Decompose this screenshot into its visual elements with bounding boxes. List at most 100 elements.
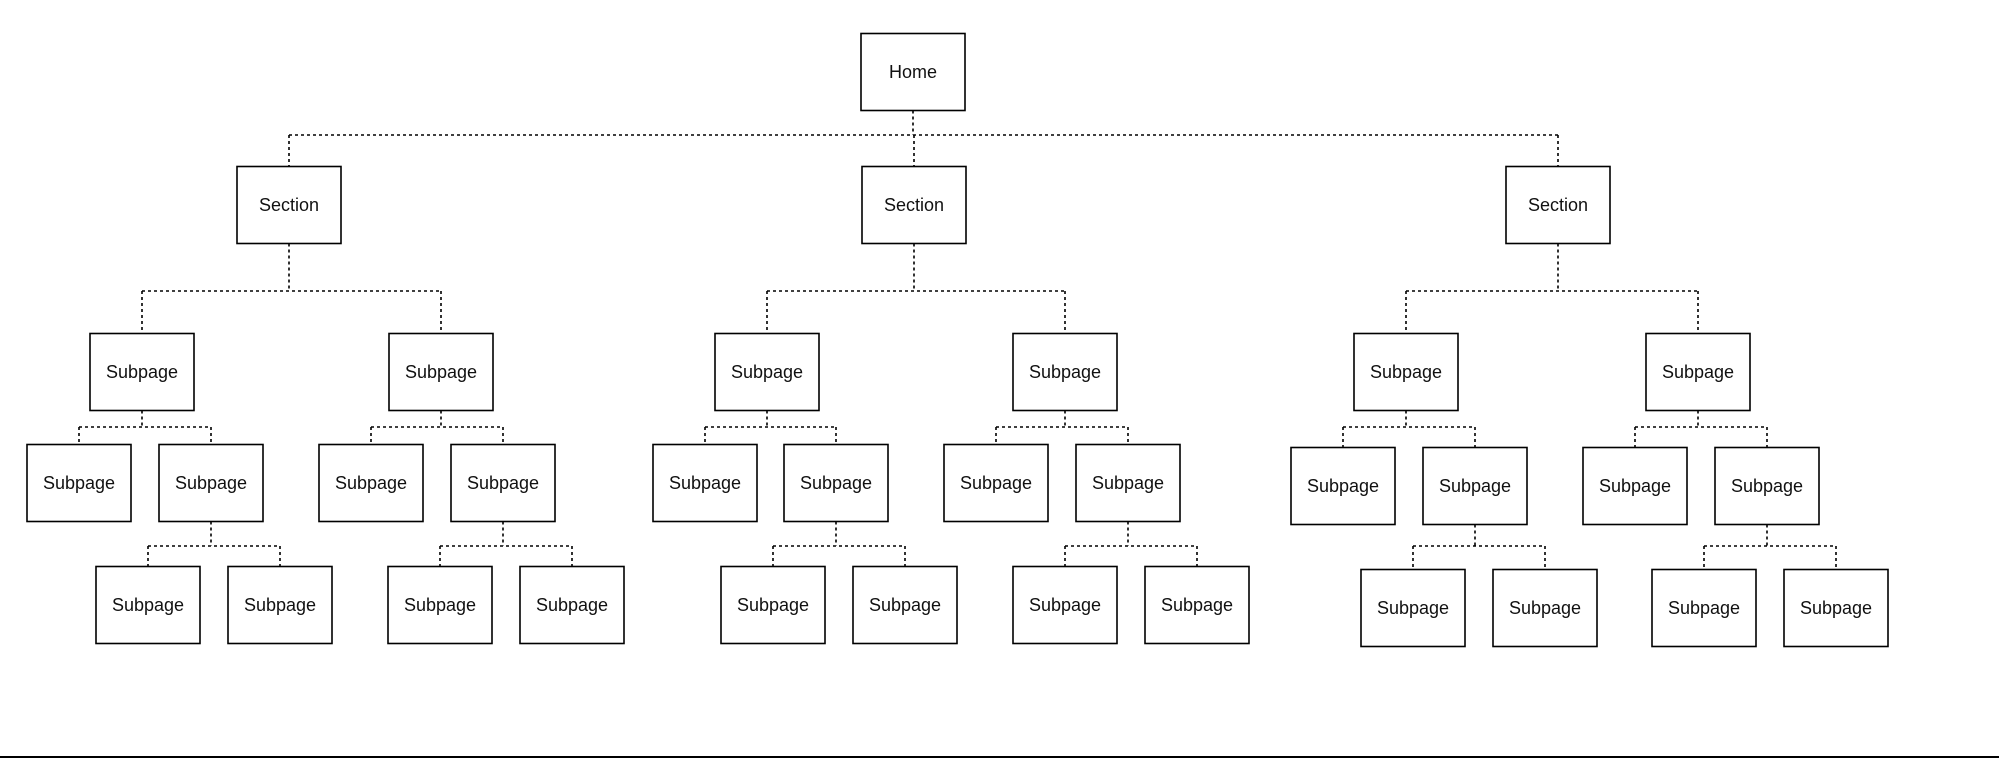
subpage-node: Subpage — [519, 565, 625, 645]
subpage-node-box — [227, 565, 333, 645]
subpage-node-box — [1075, 443, 1181, 523]
subpage-node-label: Subpage — [1161, 595, 1233, 615]
subpage-node-label: Subpage — [106, 362, 178, 382]
subpage-node-box — [1353, 332, 1459, 412]
subpage-node: Subpage — [1144, 565, 1250, 645]
subpage-node-box — [450, 443, 556, 523]
subpage-node-label: Subpage — [731, 362, 803, 382]
subpage-node-label: Subpage — [405, 362, 477, 382]
subpage-node: Subpage — [1492, 568, 1598, 648]
subpage-node-box — [1422, 446, 1528, 526]
subpage-node: Subpage — [387, 565, 493, 645]
subpage-node-box — [720, 565, 826, 645]
connector-line — [141, 243, 442, 334]
subpage-node: Subpage — [1783, 568, 1889, 648]
section-node-label: Section — [259, 195, 319, 215]
section-node-label: Section — [1528, 195, 1588, 215]
connector-line — [772, 521, 906, 567]
section-node-label: Section — [884, 195, 944, 215]
connector-line — [1703, 524, 1837, 570]
connector-line — [1412, 524, 1546, 570]
subpage-node-label: Subpage — [1662, 362, 1734, 382]
subpage-node-label: Subpage — [244, 595, 316, 615]
connector-line — [1634, 410, 1768, 448]
subpage-node-label: Subpage — [1800, 598, 1872, 618]
subpage-node-box — [1645, 332, 1751, 412]
subpage-node-box — [89, 332, 195, 412]
subpage-node-label: Subpage — [669, 473, 741, 493]
connector-line — [704, 410, 837, 445]
subpage-node-box — [1582, 446, 1688, 526]
subpage-node: Subpage — [1360, 568, 1466, 648]
subpage-node: Subpage — [1012, 565, 1118, 645]
subpage-node: Subpage — [318, 443, 424, 523]
subpage-node-box — [1290, 446, 1396, 526]
subpage-node-box — [714, 332, 820, 412]
subpage-node: Subpage — [720, 565, 826, 645]
subpage-node-box — [95, 565, 201, 645]
subpage-node: Subpage — [1582, 446, 1688, 526]
subpage-node-box — [943, 443, 1049, 523]
subpage-node: Subpage — [783, 443, 889, 523]
subpage-node: Subpage — [388, 332, 494, 412]
subpage-node-box — [783, 443, 889, 523]
subpage-node-label: Subpage — [800, 473, 872, 493]
connector-line — [766, 243, 1066, 334]
subpage-node-box — [1783, 568, 1889, 648]
connector-line — [147, 521, 281, 567]
subpage-node: Subpage — [1651, 568, 1757, 648]
subpage-node-label: Subpage — [335, 473, 407, 493]
subpage-node: Subpage — [714, 332, 820, 412]
subpage-node-label: Subpage — [404, 595, 476, 615]
subpage-node-box — [1714, 446, 1820, 526]
subpage-node-label: Subpage — [175, 473, 247, 493]
subpage-node: Subpage — [95, 565, 201, 645]
home-node-label: Home — [889, 62, 937, 82]
subpage-node-box — [1651, 568, 1757, 648]
connector-line — [1405, 243, 1699, 334]
subpage-node-label: Subpage — [467, 473, 539, 493]
section-node-box — [236, 165, 342, 245]
section-node-box — [861, 165, 967, 245]
subpage-node-label: Subpage — [112, 595, 184, 615]
subpage-node: Subpage — [943, 443, 1049, 523]
subpage-node-box — [519, 565, 625, 645]
subpage-node-label: Subpage — [1668, 598, 1740, 618]
subpage-node-box — [387, 565, 493, 645]
subpage-node: Subpage — [26, 443, 132, 523]
section-node: Section — [236, 165, 342, 245]
subpage-node-label: Subpage — [737, 595, 809, 615]
subpage-node-label: Subpage — [1439, 476, 1511, 496]
subpage-node: Subpage — [1012, 332, 1118, 412]
subpage-node: Subpage — [1422, 446, 1528, 526]
subpage-node: Subpage — [1353, 332, 1459, 412]
connector-line — [78, 410, 212, 445]
subpage-node-label: Subpage — [1509, 598, 1581, 618]
connector-lines — [78, 110, 1837, 570]
subpage-node: Subpage — [1645, 332, 1751, 412]
connector-line — [1064, 521, 1198, 567]
subpage-node-box — [652, 443, 758, 523]
subpage-node-box — [388, 332, 494, 412]
subpage-node-label: Subpage — [1029, 595, 1101, 615]
subpage-node-box — [1144, 565, 1250, 645]
subpage-node-label: Subpage — [43, 473, 115, 493]
subpage-node-label: Subpage — [1029, 362, 1101, 382]
home-node-box — [860, 32, 966, 112]
subpage-node-box — [318, 443, 424, 523]
subpage-node-box — [1492, 568, 1598, 648]
subpage-node: Subpage — [852, 565, 958, 645]
subpage-node: Subpage — [1290, 446, 1396, 526]
subpage-node: Subpage — [450, 443, 556, 523]
subpage-node-box — [852, 565, 958, 645]
subpage-node-box — [1012, 565, 1118, 645]
connector-line — [288, 110, 1559, 167]
subpage-node-box — [1012, 332, 1118, 412]
section-node: Section — [861, 165, 967, 245]
section-node: Section — [1505, 165, 1611, 245]
subpage-node: Subpage — [89, 332, 195, 412]
subpage-node-label: Subpage — [1731, 476, 1803, 496]
subpage-node-label: Subpage — [1092, 473, 1164, 493]
